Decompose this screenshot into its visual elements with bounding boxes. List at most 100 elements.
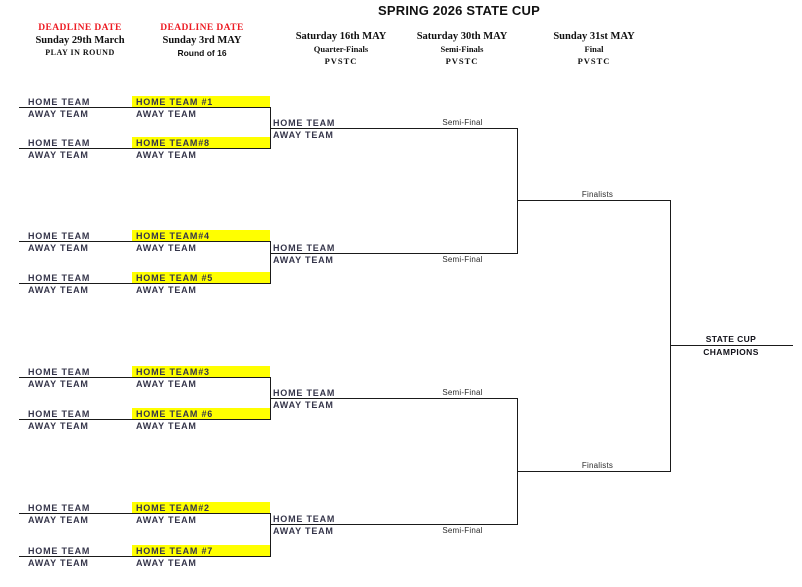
round-name: Final <box>584 44 604 54</box>
seed-highlight-cell[interactable] <box>132 545 270 556</box>
r16-home-slot[interactable]: HOME TEAM#8 <box>136 138 210 148</box>
r16-away-slot[interactable]: AWAY TEAM <box>136 379 197 389</box>
round-name: Round of 16 <box>177 48 227 58</box>
playin-home-slot[interactable]: HOME TEAM <box>28 231 91 241</box>
seed-highlight-cell[interactable] <box>132 230 270 241</box>
playin-away-slot[interactable]: AWAY TEAM <box>28 515 89 525</box>
r16-home-slot[interactable]: HOME TEAM#2 <box>136 503 210 513</box>
playin-away-slot[interactable]: AWAY TEAM <box>28 109 89 119</box>
r16-away-slot[interactable]: AWAY TEAM <box>136 243 197 253</box>
seed-highlight-cell[interactable] <box>132 96 270 107</box>
qf-home-slot[interactable]: HOME TEAM <box>273 514 336 524</box>
seed-highlight-cell[interactable] <box>132 502 270 513</box>
match-underline <box>19 148 271 149</box>
playin-home-slot[interactable]: HOME TEAM <box>28 138 91 148</box>
round-venue: PVSTC <box>445 56 479 66</box>
match-underline <box>270 128 518 129</box>
bracket-pair-8: HOME TEAM AWAY TEAM HOME TEAM #7 AWAY TE… <box>19 545 271 569</box>
round-name: PLAY IN ROUND <box>45 48 115 57</box>
qf-away-slot[interactable]: AWAY TEAM <box>273 400 334 410</box>
qf-home-slot[interactable]: HOME TEAM <box>273 118 336 128</box>
bracket-pair-5: HOME TEAM AWAY TEAM HOME TEAM#3 AWAY TEA… <box>19 366 271 390</box>
seed-highlight-cell[interactable] <box>132 366 270 377</box>
connector-final <box>670 200 671 472</box>
playin-home-slot[interactable]: HOME TEAM <box>28 503 91 513</box>
match-underline <box>19 377 271 378</box>
quarterfinal-4: HOME TEAM AWAY TEAM Semi-Final <box>270 514 518 538</box>
qf-home-slot[interactable]: HOME TEAM <box>273 243 336 253</box>
playin-home-slot[interactable]: HOME TEAM <box>28 409 91 419</box>
playin-away-slot[interactable]: AWAY TEAM <box>28 421 89 431</box>
r16-away-slot[interactable]: AWAY TEAM <box>136 421 197 431</box>
seed-highlight-cell[interactable] <box>132 272 270 283</box>
match-underline <box>270 524 518 525</box>
qf-away-slot[interactable]: AWAY TEAM <box>273 255 334 265</box>
r16-home-slot[interactable]: HOME TEAM #7 <box>136 546 214 556</box>
r16-away-slot[interactable]: AWAY TEAM <box>136 558 197 568</box>
page-title: SPRING 2026 STATE CUP <box>378 3 540 18</box>
bracket-pair-2: HOME TEAM AWAY TEAM HOME TEAM#8 AWAY TEA… <box>19 137 271 161</box>
quarterfinal-1: HOME TEAM AWAY TEAM Semi-Final <box>270 118 518 142</box>
deadline-label: DEADLINE DATE <box>160 23 244 33</box>
round-name: Semi-Finals <box>440 44 484 54</box>
qf-away-slot[interactable]: AWAY TEAM <box>273 526 334 536</box>
match-underline <box>19 107 271 108</box>
semi-final-label: Semi-Final <box>442 118 483 127</box>
playin-away-slot[interactable]: AWAY TEAM <box>28 379 89 389</box>
round-header-round-of-16: DEADLINE DATE Sunday 3rd MAY Round of 16 <box>132 23 272 59</box>
seed-highlight-cell[interactable] <box>132 408 270 419</box>
connector-r16-2 <box>270 241 271 284</box>
round-header-play-in: DEADLINE DATE Sunday 29th March PLAY IN … <box>10 23 150 59</box>
connector-semifinal-2 <box>517 398 518 525</box>
deadline-label: DEADLINE DATE <box>38 23 122 33</box>
qf-away-slot[interactable]: AWAY TEAM <box>273 130 334 140</box>
playin-away-slot[interactable]: AWAY TEAM <box>28 243 89 253</box>
connector-r16-4 <box>270 513 271 557</box>
round-name: Quarter-Finals <box>313 44 369 54</box>
r16-away-slot[interactable]: AWAY TEAM <box>136 150 197 160</box>
round-date: Sunday 31st MAY <box>553 31 635 42</box>
qf-home-slot[interactable]: HOME TEAM <box>273 388 336 398</box>
round-header-quarter-finals: Saturday 16th MAY Quarter-Finals PVSTC <box>271 30 411 67</box>
round-date: Sunday 29th March <box>35 35 125 46</box>
round-date: Sunday 3rd MAY <box>162 35 242 46</box>
quarterfinal-3: HOME TEAM AWAY TEAM Semi-Final <box>270 388 518 412</box>
bracket-pair-1: HOME TEAM AWAY TEAM HOME TEAM #1 AWAY TE… <box>19 96 271 120</box>
match-underline <box>19 419 271 420</box>
r16-home-slot[interactable]: HOME TEAM#4 <box>136 231 210 241</box>
r16-home-slot[interactable]: HOME TEAM#3 <box>136 367 210 377</box>
match-underline <box>19 283 271 284</box>
match-underline <box>270 398 518 399</box>
playin-home-slot[interactable]: HOME TEAM <box>28 273 91 283</box>
round-header-final: Sunday 31st MAY Final PVSTC <box>524 30 664 67</box>
seed-highlight-cell[interactable] <box>132 137 270 148</box>
match-underline <box>19 241 271 242</box>
playin-home-slot[interactable]: HOME TEAM <box>28 97 91 107</box>
match-underline <box>19 556 271 557</box>
r16-home-slot[interactable]: HOME TEAM #1 <box>136 97 214 107</box>
playin-home-slot[interactable]: HOME TEAM <box>28 367 91 377</box>
bracket-pair-4: HOME TEAM AWAY TEAM HOME TEAM #5 AWAY TE… <box>19 272 271 296</box>
connector-semifinal-1 <box>517 128 518 254</box>
playin-away-slot[interactable]: AWAY TEAM <box>28 558 89 568</box>
bracket-pair-3: HOME TEAM AWAY TEAM HOME TEAM#4 AWAY TEA… <box>19 230 271 254</box>
finalists-label-top: Finalists <box>581 190 614 199</box>
champion-label-top: STATE CUP <box>705 334 757 344</box>
round-venue: PVSTC <box>577 56 611 66</box>
r16-home-slot[interactable]: HOME TEAM #5 <box>136 273 214 283</box>
playin-home-slot[interactable]: HOME TEAM <box>28 546 91 556</box>
playin-away-slot[interactable]: AWAY TEAM <box>28 285 89 295</box>
round-header-semi-finals: Saturday 30th MAY Semi-Finals PVSTC <box>392 30 532 67</box>
match-underline <box>270 253 518 254</box>
finalist-line-2 <box>517 471 670 472</box>
r16-away-slot[interactable]: AWAY TEAM <box>136 109 197 119</box>
round-date: Saturday 16th MAY <box>295 31 387 42</box>
playin-away-slot[interactable]: AWAY TEAM <box>28 150 89 160</box>
round-date: Saturday 30th MAY <box>416 31 508 42</box>
r16-away-slot[interactable]: AWAY TEAM <box>136 515 197 525</box>
r16-away-slot[interactable]: AWAY TEAM <box>136 285 197 295</box>
finalists-label-bottom: Finalists <box>581 461 614 470</box>
bracket-pair-6: HOME TEAM AWAY TEAM HOME TEAM #6 AWAY TE… <box>19 408 271 432</box>
r16-home-slot[interactable]: HOME TEAM #6 <box>136 409 214 419</box>
